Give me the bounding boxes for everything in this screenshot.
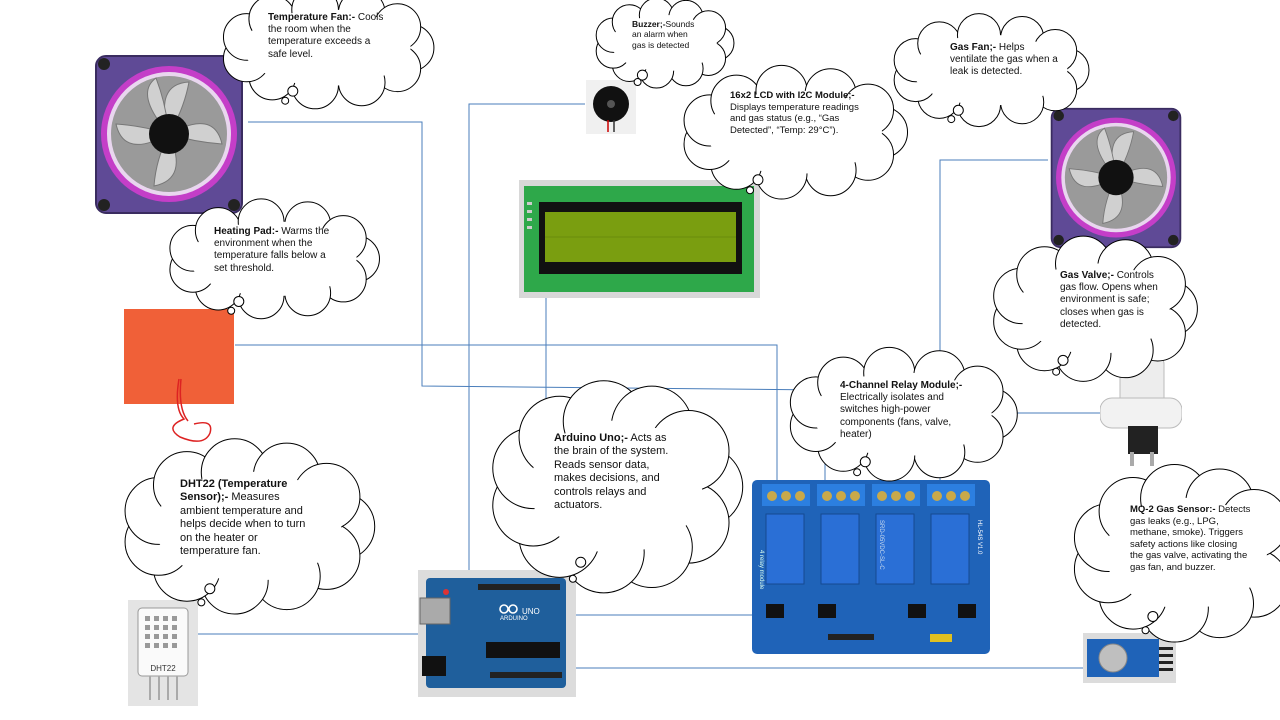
callout-body: Detects gas leaks (e.g., LPG, methane, s… bbox=[1130, 504, 1251, 573]
cloud-fill bbox=[1105, 497, 1267, 609]
cloud-tail bbox=[853, 468, 862, 477]
cloud-tail bbox=[633, 78, 642, 86]
cloud-tail bbox=[233, 295, 245, 307]
cloud-shape bbox=[893, 13, 1090, 128]
callout-title: Heating Pad:- bbox=[214, 226, 279, 237]
callout-gas-fan: Gas Fan;- Helps ventilate the gas when a… bbox=[893, 13, 1090, 128]
temperature-fan bbox=[95, 55, 243, 214]
cloud-shape bbox=[169, 198, 380, 320]
cloud-tail bbox=[281, 96, 290, 105]
relay-module-4ch: 4 relay module SRD-05VDC-SL-C HL-54S V1.… bbox=[752, 480, 990, 654]
cloud-fill bbox=[1018, 263, 1170, 355]
cloud-tail bbox=[197, 598, 206, 607]
callout-mq2: MQ-2 Gas Sensor:- Detects gas leaks (e.g… bbox=[1073, 464, 1280, 643]
cloud-tail bbox=[752, 174, 764, 186]
callout-arduino: Arduino Uno;- Acts as the brain of the s… bbox=[492, 380, 744, 594]
callout-title: Arduino Uno;- bbox=[554, 432, 628, 444]
callout-gas-valve: Gas Valve;- Controls gas flow. Opens whe… bbox=[993, 235, 1198, 382]
callout-body: Displays temperature readings and gas st… bbox=[730, 101, 859, 136]
cloud-tail bbox=[952, 104, 964, 116]
cloud-tail bbox=[947, 115, 956, 124]
callout-title: 4-Channel Relay Module;- bbox=[840, 380, 963, 391]
cloud-tail bbox=[636, 69, 648, 81]
heating-pad bbox=[124, 309, 234, 442]
cloud-tail bbox=[1057, 354, 1069, 366]
callout-title: Gas Fan;- bbox=[950, 42, 997, 53]
cloud-tail bbox=[575, 556, 587, 568]
lcd-16x2-module bbox=[519, 180, 760, 298]
cloud-fill bbox=[529, 420, 703, 554]
cloud-fill bbox=[706, 90, 882, 174]
cloud-fill bbox=[243, 9, 411, 86]
callout-lcd: 16x2 LCD with I2C Module;- Displays temp… bbox=[683, 64, 909, 200]
callout-body: Cools the room when the temperature exce… bbox=[268, 12, 384, 60]
cloud-fill bbox=[154, 471, 342, 582]
callout-buzzer: Buzzer;-Sounds an alarm when gas is dete… bbox=[595, 0, 735, 89]
callout-title: 16x2 LCD with I2C Module;- bbox=[730, 90, 855, 101]
callout-title: Buzzer;- bbox=[632, 19, 666, 29]
cloud-shape bbox=[1073, 464, 1280, 643]
wire-heating-pad bbox=[235, 344, 778, 480]
cloud-shape bbox=[124, 438, 376, 615]
cloud-shape bbox=[595, 0, 735, 89]
callout-body: Helps ventilate the gas when a leak is d… bbox=[950, 42, 1058, 78]
cloud-tail bbox=[1052, 367, 1061, 376]
callout-body: Acts as the brain of the system. Reads s… bbox=[554, 432, 669, 512]
arduino-uno-board: ARDUINO UNO bbox=[418, 570, 576, 697]
dht22-chip-label: DHT22 bbox=[150, 664, 176, 673]
callout-temperature-fan: Temperature Fan:- Cools the room when th… bbox=[222, 0, 435, 110]
cloud-shape bbox=[789, 346, 1018, 482]
callout-body: Sounds an alarm when gas is detected bbox=[632, 19, 695, 50]
callout-body: Electrically isolates and switches high-… bbox=[840, 392, 952, 440]
arduino-model-label: UNO bbox=[522, 607, 540, 616]
cloud-tail bbox=[746, 186, 754, 195]
callout-dht22: DHT22 (Temperature Sensor);- Measures am… bbox=[124, 438, 376, 615]
callout-title: MQ-2 Gas Sensor:- bbox=[1130, 504, 1216, 515]
cloud-tail bbox=[568, 574, 577, 583]
callout-title: Temperature Fan:- bbox=[268, 12, 356, 23]
callout-body: Measures ambient temperature and helps d… bbox=[180, 491, 306, 558]
cloud-fill bbox=[912, 34, 1068, 106]
cloud-tail bbox=[227, 306, 236, 315]
cloud-tail bbox=[1141, 626, 1150, 635]
cloud-fill bbox=[189, 221, 357, 297]
cloud-shape bbox=[683, 64, 909, 200]
callout-title: DHT22 (Temperature Sensor);- bbox=[180, 478, 288, 504]
cloud-fill bbox=[611, 15, 717, 72]
relay-model-label: SRD-05VDC-SL-C bbox=[878, 520, 884, 570]
wire-buzzer bbox=[468, 103, 585, 590]
cloud-tail bbox=[204, 583, 216, 595]
relay-module-label: 4 relay module bbox=[758, 550, 764, 590]
cloud-tail bbox=[287, 85, 299, 97]
buzzer bbox=[586, 80, 636, 134]
callout-title: Gas Valve;- bbox=[1060, 270, 1114, 281]
callout-heating-pad: Heating Pad:- Warms the environment when… bbox=[169, 198, 380, 320]
cloud-fill bbox=[812, 372, 992, 456]
arduino-brand-label: ARDUINO bbox=[500, 616, 528, 622]
cloud-tail bbox=[1147, 610, 1159, 622]
cloud-tail bbox=[859, 456, 871, 468]
cloud-shape bbox=[993, 235, 1198, 382]
mq2-gas-sensor bbox=[1083, 633, 1176, 683]
dht22-sensor: DHT22 bbox=[128, 600, 198, 706]
cloud-shape bbox=[222, 0, 435, 110]
gas-fan bbox=[1050, 107, 1182, 249]
callout-body: Controls gas flow. Opens when environmen… bbox=[1060, 270, 1158, 330]
relay-board-label: HL-54S V1.0 bbox=[976, 520, 982, 555]
callout-body: Warms the environment when the temperatu… bbox=[214, 226, 330, 274]
callout-relay: 4-Channel Relay Module;- Electrically is… bbox=[789, 346, 1018, 482]
cloud-shape bbox=[492, 380, 744, 594]
